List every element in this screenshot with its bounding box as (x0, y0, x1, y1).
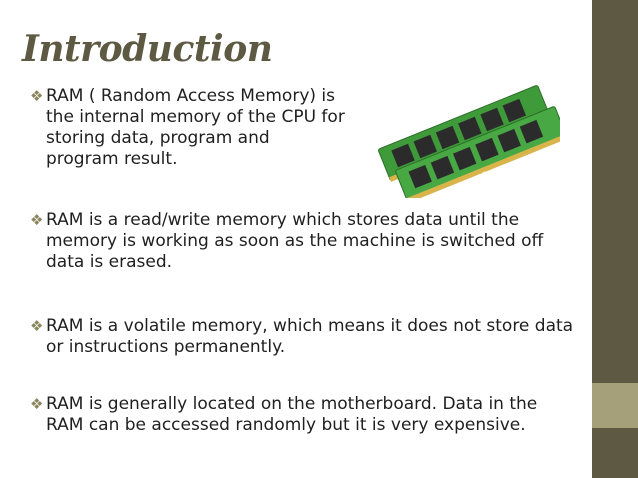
bullet-3-text: RAM is a volatile memory, which means it… (46, 316, 574, 357)
bullet-mark-icon: ❖ (30, 87, 44, 105)
bullet-1-text: RAM ( Random Access Memory) is the inter… (46, 86, 345, 169)
bullet-mark-icon: ❖ (30, 317, 44, 335)
bullet-mark-icon: ❖ (30, 211, 44, 229)
bullet-4: ❖ RAM is generally located on the mother… (30, 394, 576, 436)
image-watermark: ComputerHope.com (482, 171, 542, 178)
bullet-1: ❖ RAM ( Random Access Memory) is the int… (30, 86, 346, 170)
bullet-3: ❖ RAM is a volatile memory, which means … (30, 316, 576, 358)
side-accent (592, 383, 638, 428)
slide-title: Introduction (22, 28, 273, 70)
bullet-2-text: RAM is a read/write memory which stores … (46, 210, 544, 272)
ram-module-image: ComputerHope.com (378, 85, 560, 198)
bullet-2: ❖ RAM is a read/write memory which store… (30, 210, 576, 273)
bullet-mark-icon: ❖ (30, 395, 44, 413)
bullet-4-text: RAM is generally located on the motherbo… (46, 394, 538, 435)
